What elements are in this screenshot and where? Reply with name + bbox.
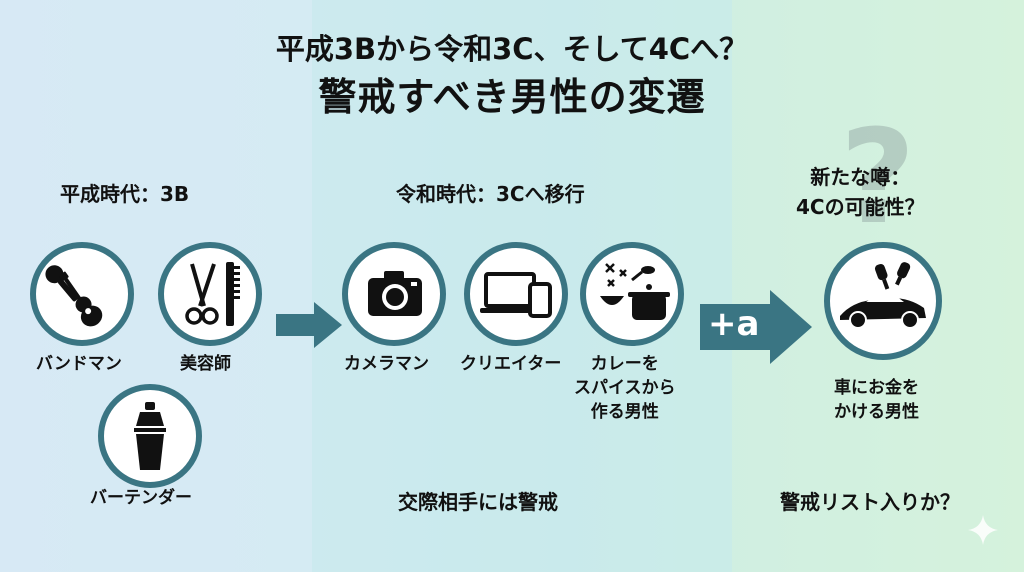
reiwa-caption: 交際相手には警戒 [398, 490, 558, 514]
title-line-2: 警戒すべき男性の変遷 [318, 75, 706, 119]
question-mark-icon: ? [840, 101, 916, 253]
heisei-item-label-1: バンドマン [36, 354, 122, 374]
sparkle-icon [968, 515, 998, 545]
microphone-guitar-icon [30, 242, 134, 346]
heisei-item-label-2: 美容師 [180, 354, 231, 374]
scissors-comb-icon [158, 242, 262, 346]
arrow-right-icon [276, 302, 342, 348]
rumor-item-label: 車にお金を かける男性 [834, 378, 919, 422]
camera-icon [342, 242, 446, 346]
cocktail-shaker-icon [98, 384, 202, 488]
reiwa-item-label-1: カメラマン [344, 354, 429, 374]
heisei-heading: 平成時代：3B [60, 182, 190, 206]
heisei-item-label-3: バーテンダー [90, 488, 192, 508]
reiwa-item-label-2: クリエイター [460, 354, 562, 374]
reiwa-item-label-3: カレーを スパイスから 作る男性 [574, 354, 676, 422]
sports-car-keys-icon [824, 242, 942, 360]
rumor-caption: 警戒リスト入りか？ [780, 490, 960, 514]
title-line-1: 平成3Bから令和3C、そして4Cへ？ [275, 32, 749, 66]
reiwa-heading: 令和時代：3Cへ移行 [396, 182, 585, 206]
laptop-tablet-icon [464, 242, 568, 346]
spice-pot-icon [580, 242, 684, 346]
plus-arrow-icon [700, 290, 812, 364]
rumor-heading: 新たな噂： 4Cの可能性？ [796, 165, 925, 219]
plus-label: +a [708, 304, 760, 344]
